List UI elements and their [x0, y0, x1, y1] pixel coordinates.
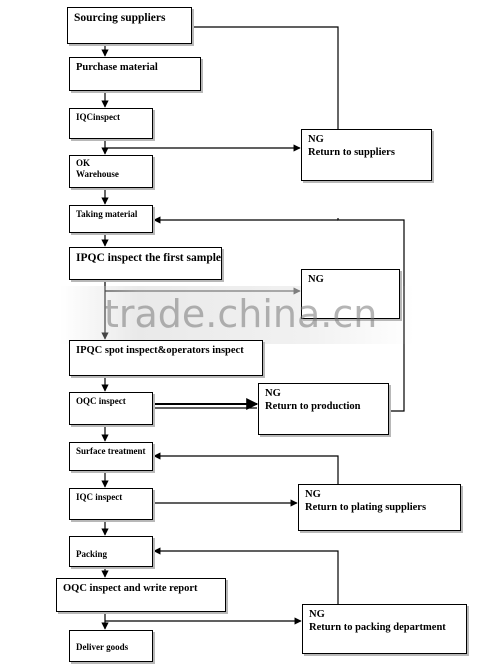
step-oqc-write-report: OQC inspect and write report [56, 578, 226, 612]
step-iqc-inspect-2: IQC inspect [69, 488, 153, 520]
step-sourcing-suppliers: Sourcing suppliers [67, 7, 192, 44]
node-label-line: OK [76, 158, 91, 168]
node-label-line: Return to production [265, 401, 361, 413]
node-label-line: IQCinspect [76, 112, 121, 122]
edge-ng-suppliers-to-sourcing [193, 26, 339, 129]
node-label-line: Warehouse [76, 169, 119, 180]
node-label-line: Purchase material [76, 62, 158, 73]
ng-return-to-plating-suppliers: NG Return to plating suppliers [298, 484, 461, 531]
node-label-line: Taking material [76, 209, 138, 219]
step-ipqc-first-sample: IPQC inspect the first sample [69, 247, 222, 280]
edge-ng-packing-to-packing [153, 547, 339, 604]
step-packing: Packing [69, 536, 153, 567]
step-purchase-material: Purchase material [69, 57, 201, 91]
ng-first-sample: NG [301, 269, 400, 319]
node-label-line: Return to suppliers [308, 147, 395, 159]
node-label-line: Sourcing suppliers [74, 12, 166, 24]
node-label-line: NG [305, 489, 321, 500]
ng-return-to-production: NG Return to production [258, 383, 389, 435]
step-iqc-inspect: IQCinspect [69, 108, 153, 139]
step-taking-material: Taking material [69, 205, 153, 233]
step-oqc-inspect: OQC inspect [69, 392, 153, 425]
node-label-line: IPQC inspect the first sample [76, 252, 222, 264]
node-label-line: IPQC spot inspect&operators inspect [76, 345, 244, 356]
step-ipqc-spot-inspect: IPQC spot inspect&operators inspect [69, 340, 263, 376]
node-label-line: Deliver goods [76, 642, 129, 652]
node-label-line: OQC inspect [76, 396, 126, 406]
node-label-line: Packing [76, 549, 108, 559]
node-label-line: IQC inspect [76, 492, 123, 502]
node-label-line: NG [308, 134, 324, 145]
node-label-line: NG [309, 609, 325, 620]
edge-ng-plating-to-surface [153, 452, 339, 484]
node-label-line: Surface treatment [76, 446, 146, 456]
edge-ng-production-return [337, 218, 405, 412]
step-surface-treatment: Surface treatment [69, 442, 153, 471]
node-label-line: OQC inspect and write report [63, 583, 198, 594]
ng-return-to-packing-department: NG Return to packing department [302, 604, 467, 654]
node-label-line: Return to plating suppliers [305, 502, 427, 514]
ng-return-to-suppliers: NG Return to suppliers [301, 129, 432, 181]
node-label-line: NG [265, 388, 281, 399]
node-label-line: NG [308, 274, 324, 285]
node-label-line: Return to packing department [309, 622, 446, 634]
step-deliver-goods: Deliver goods [69, 630, 153, 662]
